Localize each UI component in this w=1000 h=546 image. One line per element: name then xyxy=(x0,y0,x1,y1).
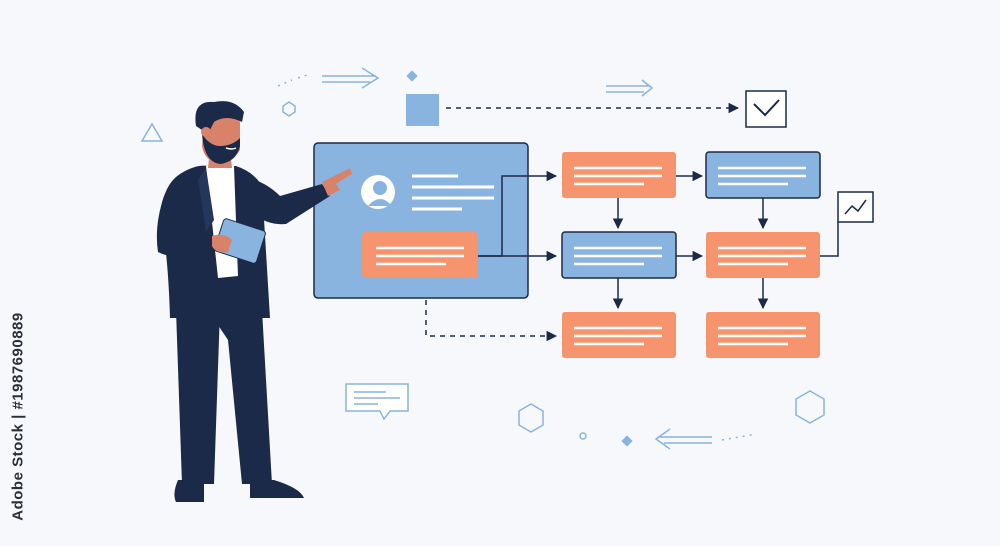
businessman-figure xyxy=(156,101,352,502)
watermark-text: Adobe Stock | #1987690889 xyxy=(9,311,27,521)
decorations xyxy=(140,67,825,450)
panel-text-lines xyxy=(412,174,494,211)
left-shoe xyxy=(174,480,204,502)
pointing-hand xyxy=(322,168,352,196)
right-shoe xyxy=(250,480,304,498)
diamond-icon xyxy=(406,70,418,82)
hexagon-icon xyxy=(795,390,825,424)
checkmark-box-icon xyxy=(745,90,787,128)
trend-chart-icon xyxy=(837,191,874,223)
watermark: Adobe Stock | #1987690889 xyxy=(6,296,30,536)
triangle-icon xyxy=(140,122,164,142)
person-avatar-icon xyxy=(361,175,395,209)
ear xyxy=(201,127,211,137)
dot-icon xyxy=(579,432,587,440)
hexagon-icon xyxy=(282,101,296,117)
flow-connectors xyxy=(425,170,839,342)
arrow-left-icon xyxy=(654,428,712,450)
right-leg xyxy=(208,310,272,484)
hair xyxy=(195,101,244,134)
beard xyxy=(202,134,240,164)
diamond-icon xyxy=(621,435,633,447)
pointing-arm xyxy=(236,176,330,225)
hand xyxy=(212,234,232,253)
hexagon-icon xyxy=(518,403,544,433)
dotted-line xyxy=(277,73,311,87)
flow-box-orange xyxy=(562,312,676,358)
lapel xyxy=(198,168,214,232)
main-panel xyxy=(313,142,529,299)
flow-box-blue xyxy=(705,151,821,199)
chat-bubble-icon xyxy=(345,383,409,421)
arrow-right-icon xyxy=(322,67,380,89)
arrow-right-icon xyxy=(606,79,654,97)
small-blue-square xyxy=(406,94,439,126)
flow-box-orange xyxy=(562,152,676,198)
flow-box-orange xyxy=(706,312,820,358)
left-leg xyxy=(176,310,220,484)
flow-box-orange xyxy=(706,232,820,278)
dotted-line xyxy=(721,433,757,441)
left-arm xyxy=(156,196,218,257)
flow-box-blue xyxy=(561,231,677,279)
mouth xyxy=(225,147,237,150)
